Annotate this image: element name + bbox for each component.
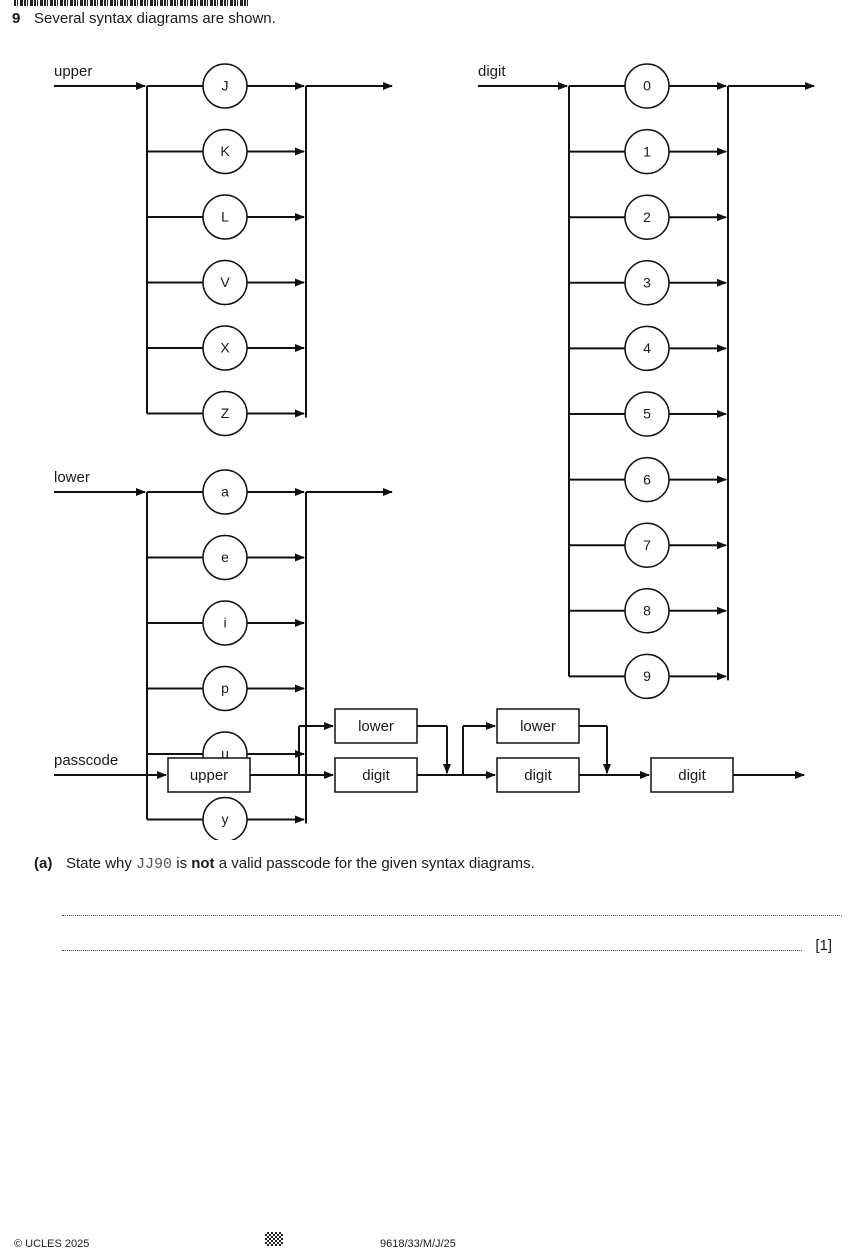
top-barcode (14, 0, 250, 6)
upper-option-V: V (220, 274, 230, 290)
marks-indicator: [1] (815, 937, 832, 954)
lower-option-a: a (221, 484, 229, 500)
digit-box-2 (496, 757, 580, 793)
question-number: 9 (12, 10, 21, 27)
part-a-label: (a) (34, 855, 53, 872)
upper-box-label: upper (190, 767, 228, 784)
digit-option-7: 7 (643, 537, 651, 553)
digit-box-1 (334, 757, 418, 793)
digit-option-4: 4 (643, 340, 651, 356)
upper-option-K: K (220, 143, 230, 159)
upper-box (167, 757, 251, 793)
lower-option-e: e (221, 549, 229, 565)
footer-qr-code (265, 1232, 283, 1246)
question-intro: Several syntax diagrams are shown. (34, 10, 276, 27)
digit-label: digit (478, 63, 506, 80)
passcode-label: passcode (54, 752, 118, 769)
digit-option-1: 1 (643, 143, 651, 159)
digit-option-5: 5 (643, 406, 651, 422)
lower-option-i: i (223, 615, 226, 631)
digit-option-9: 9 (643, 668, 651, 684)
lower-label: lower (54, 469, 90, 486)
lower-box-2-label: lower (520, 718, 556, 735)
digit-option-0: 0 (643, 78, 651, 94)
lower-box-1-label: lower (358, 718, 394, 735)
passcode-example: JJ90 (136, 856, 173, 873)
part-a-question: State why JJ90 is not a valid passcode f… (66, 855, 535, 873)
lower-box-2 (496, 708, 580, 744)
lower-option-y: y (222, 811, 229, 827)
digit-option-6: 6 (643, 471, 651, 487)
digit-option-3: 3 (643, 275, 651, 291)
digit-box-1-label: digit (362, 767, 390, 784)
upper-option-L: L (221, 209, 229, 225)
lower-option-p: p (221, 680, 229, 696)
answer-line-2[interactable] (62, 950, 802, 951)
digit-option-2: 2 (643, 209, 651, 225)
lower-option-u: u (221, 746, 229, 762)
lower-syntax-diagram: lower a e i p u y (54, 469, 393, 840)
upper-option-X: X (220, 340, 230, 356)
digit-syntax-diagram: digit 0 1 2 3 4 5 6 7 8 9 (478, 63, 815, 700)
digit-box-3-label: digit (678, 767, 706, 784)
upper-option-J: J (222, 78, 229, 94)
digit-option-8: 8 (643, 603, 651, 619)
emphasis-not: not (191, 855, 215, 872)
footer-copyright: © UCLES 2025 (14, 1238, 90, 1250)
digit-box-2-label: digit (524, 767, 552, 784)
answer-line-1[interactable] (62, 915, 842, 916)
passcode-syntax-diagram: passcode upper lower digit lower digit digit (54, 708, 805, 793)
upper-option-Z: Z (221, 405, 230, 421)
footer-paper-code: 9618/33/M/J/25 (380, 1238, 456, 1250)
upper-label: upper (54, 63, 92, 80)
